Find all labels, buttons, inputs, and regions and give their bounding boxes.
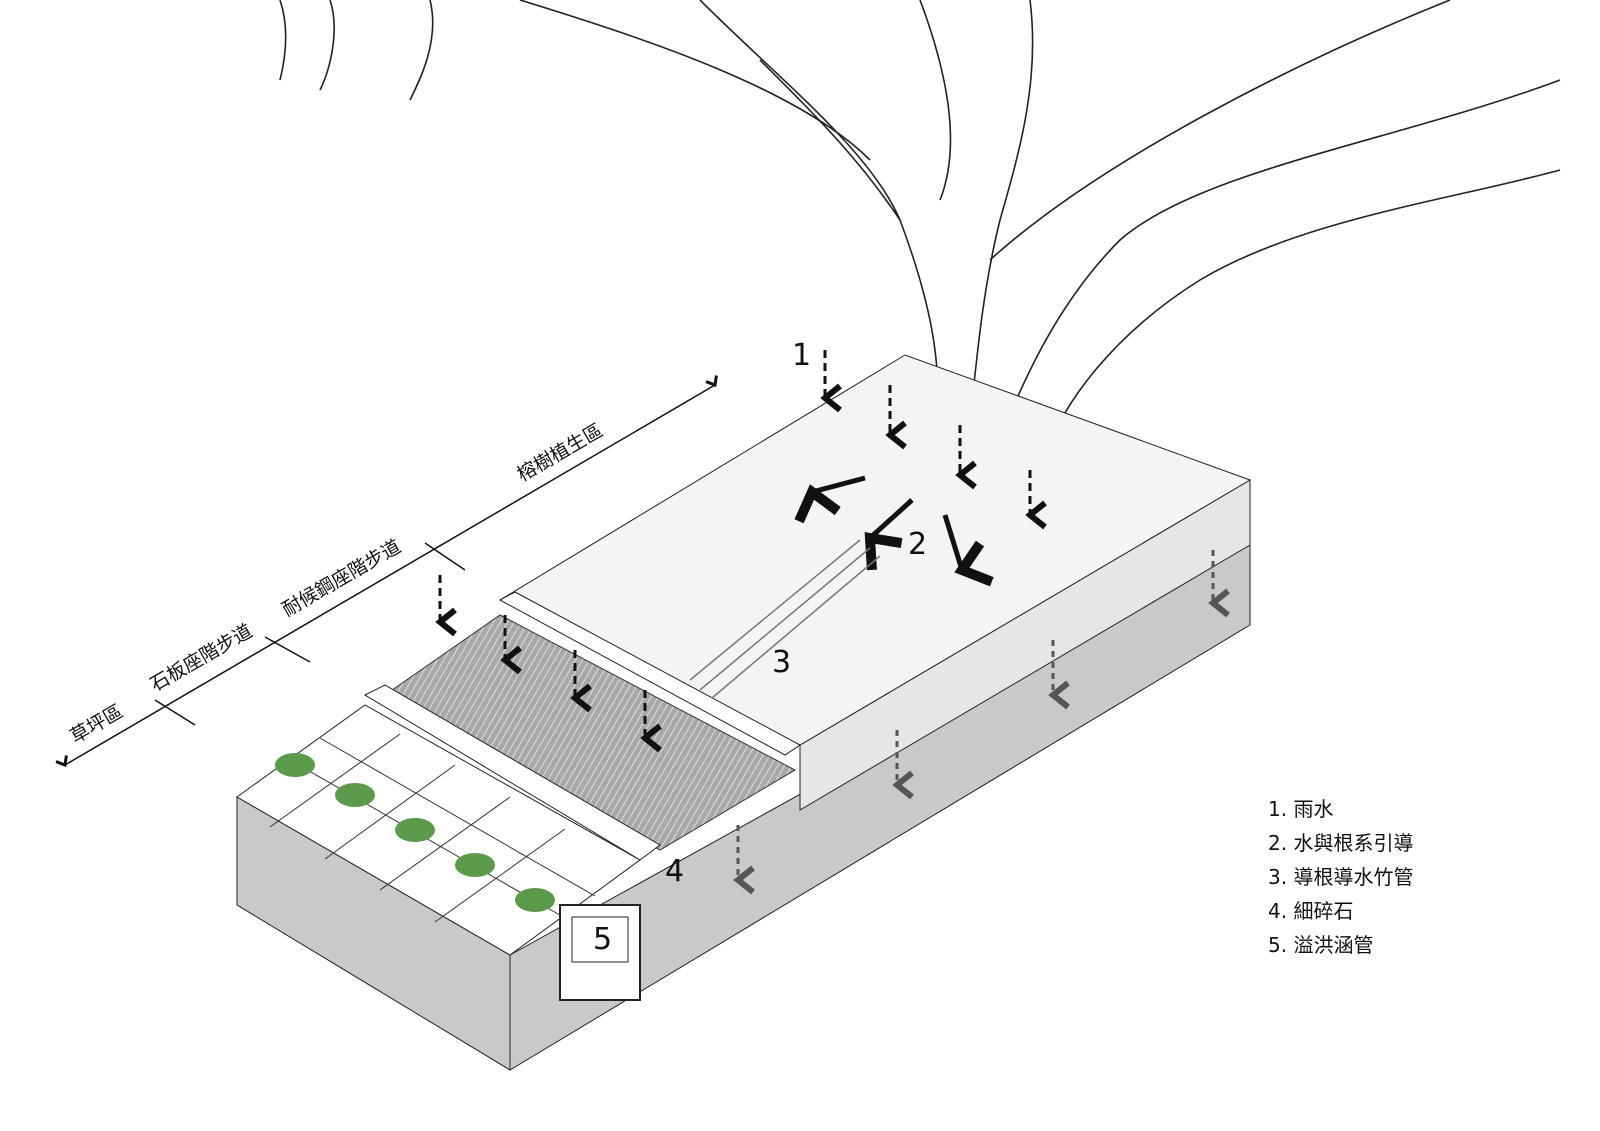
infiltration-arrows xyxy=(733,550,1230,895)
legend-item: 1. 雨水 xyxy=(1268,797,1334,821)
legend-item: 2. 水與根系引導 xyxy=(1268,831,1414,855)
legend-item: 3. 導根導水竹管 xyxy=(1268,865,1414,889)
rain-arrows xyxy=(435,350,1047,753)
marker-5: 5 xyxy=(593,922,613,957)
bamboo-pipes xyxy=(689,539,881,699)
dimension-line xyxy=(55,375,718,768)
marker-2: 2 xyxy=(908,527,928,562)
marker-1: 1 xyxy=(792,338,812,373)
marker-4: 4 xyxy=(665,854,685,889)
legend-item: 5. 溢洪涵管 xyxy=(1268,933,1374,957)
legend-item: 4. 細碎石 xyxy=(1268,899,1354,923)
legend: 1. 雨水 2. 水與根系引導 3. 導根導水竹管 4. 細碎石 5. 溢洪涵管 xyxy=(1268,792,1413,962)
marker-3: 3 xyxy=(772,645,792,680)
